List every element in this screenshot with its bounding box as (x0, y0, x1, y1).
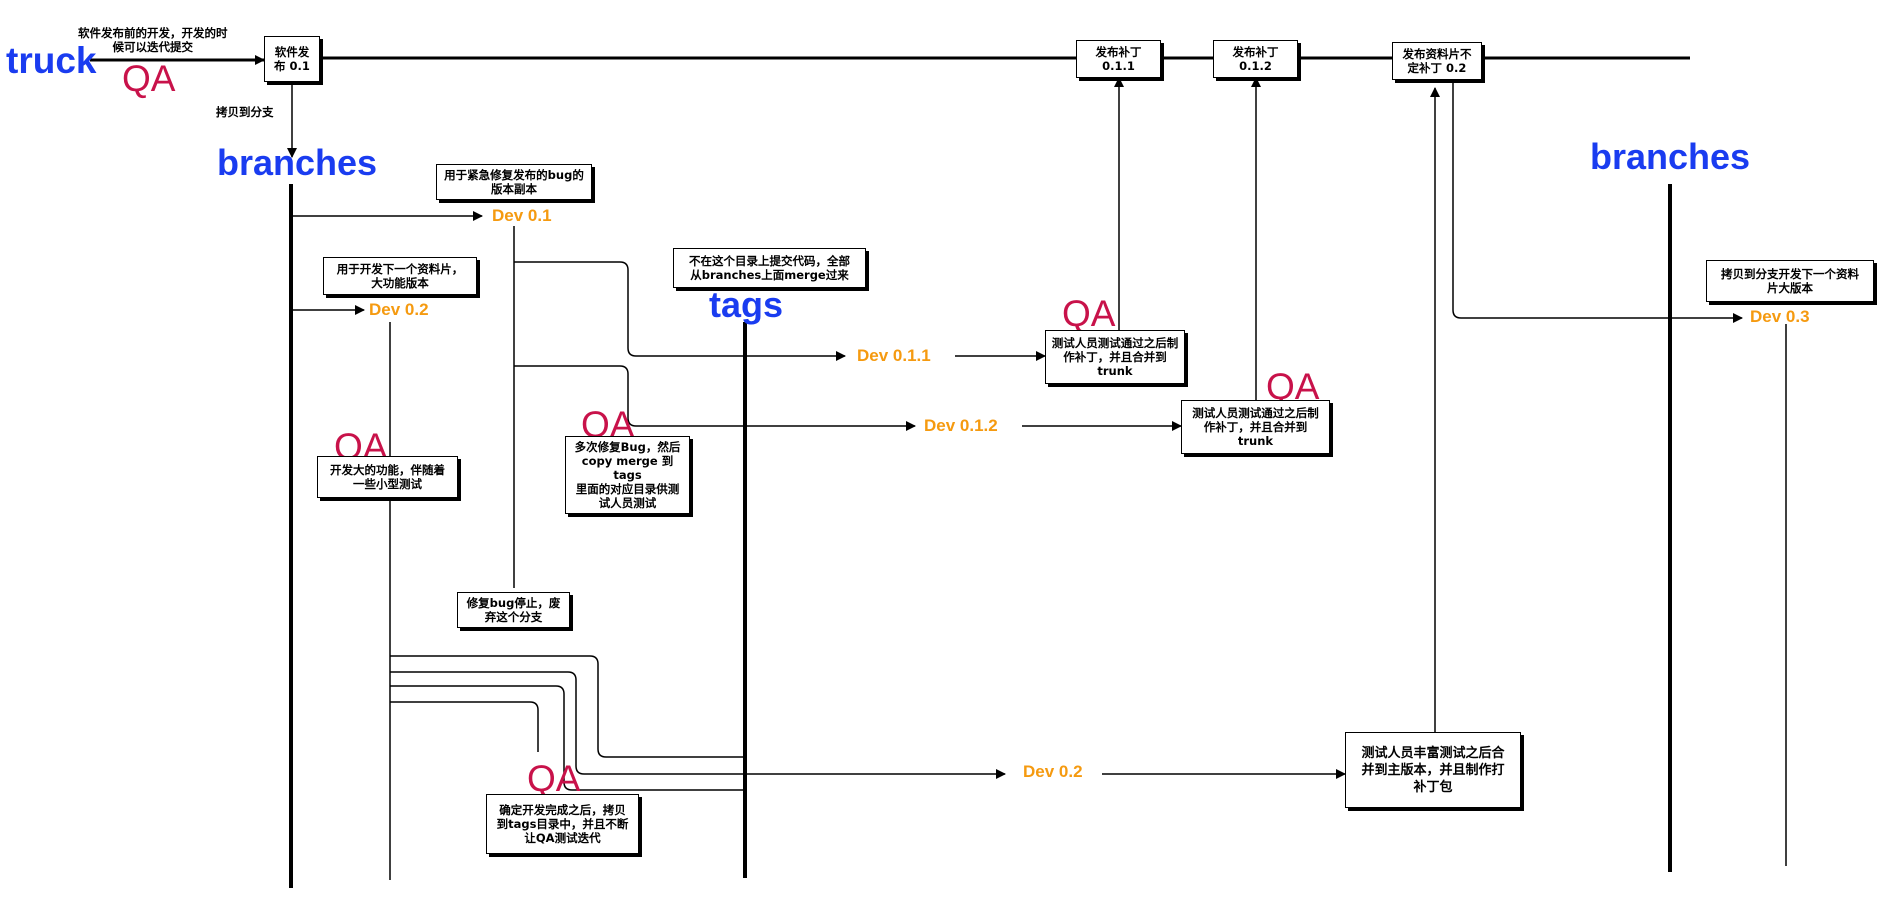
patch-02-box: 发布资料片不 定补丁 0.2 (1392, 42, 1482, 80)
truck-title: truck (6, 40, 97, 81)
copy-next-big-box: 拷贝到分支开发下一个资料 片大版本 (1706, 260, 1874, 302)
dev-01-label: Dev 0.1 (492, 206, 552, 225)
merge-path-2 (390, 671, 1006, 779)
branches-left-title: branches (217, 142, 378, 183)
merge-path-3 (390, 685, 745, 791)
big-feature-box: 开发大的功能，伴随着 一些小型测试 (317, 456, 458, 498)
branches-right-title: branches (1590, 136, 1751, 177)
patch-011-box: 发布补丁 0.1.1 (1076, 40, 1161, 78)
dev-03-label: Dev 0.3 (1750, 307, 1810, 326)
rich-test-box: 测试人员丰富测试之后合 并到主版本，并且制作打 补丁包 (1345, 732, 1521, 808)
patch-012-box: 发布补丁 0.1.2 (1213, 40, 1298, 78)
qa-label: QA (527, 758, 581, 799)
dev-012-label: Dev 0.1.2 (924, 416, 998, 435)
dev-02-tag-label: Dev 0.2 (1023, 762, 1083, 781)
release-01-box: 软件发 布 0.1 (264, 36, 320, 82)
after-dev-done-box: 确定开发完成之后，拷贝 到tags目录中，并且不断 让QA测试迭代 (486, 794, 639, 854)
next-expansion-box: 用于开发下一个资料片， 大功能版本 (323, 257, 477, 295)
qa-patch-012-box: 测试人员测试通过之后制 作补丁，并且合并到 trunk (1181, 400, 1330, 454)
qa-patch-011-box: 测试人员测试通过之后制 作补丁，并且合并到 trunk (1045, 330, 1185, 384)
stop-fix-box: 修复bug停止，废 弃这个分支 (457, 592, 570, 628)
dev-02-branch-label: Dev 0.2 (369, 300, 429, 319)
copy-branch-note: 拷贝到分支 (216, 105, 274, 119)
merge-path-1 (390, 655, 745, 758)
qa-label: QA (122, 58, 176, 99)
top-dev-note: 软件发布前的开发，开发的时 候可以迭代提交 (78, 26, 228, 54)
no-commit-tags-box: 不在这个目录上提交代码，全部 从branches上面merge过来 (673, 248, 866, 288)
qa-label: QA (1062, 293, 1116, 334)
to-dev011-arrow (514, 261, 846, 361)
merge-path-4 (390, 701, 539, 752)
tags-title: tags (709, 284, 784, 325)
to-dev012-arrow (514, 365, 916, 431)
multi-fix-box: 多次修复Bug，然后 copy merge 到tags 里面的对应目录供测 试人… (565, 436, 690, 514)
urgent-fix-box: 用于紧急修复发布的bug的 版本副本 (436, 164, 592, 200)
dev-011-label: Dev 0.1.1 (857, 346, 931, 365)
to-dev03-arrow (1452, 78, 1743, 323)
